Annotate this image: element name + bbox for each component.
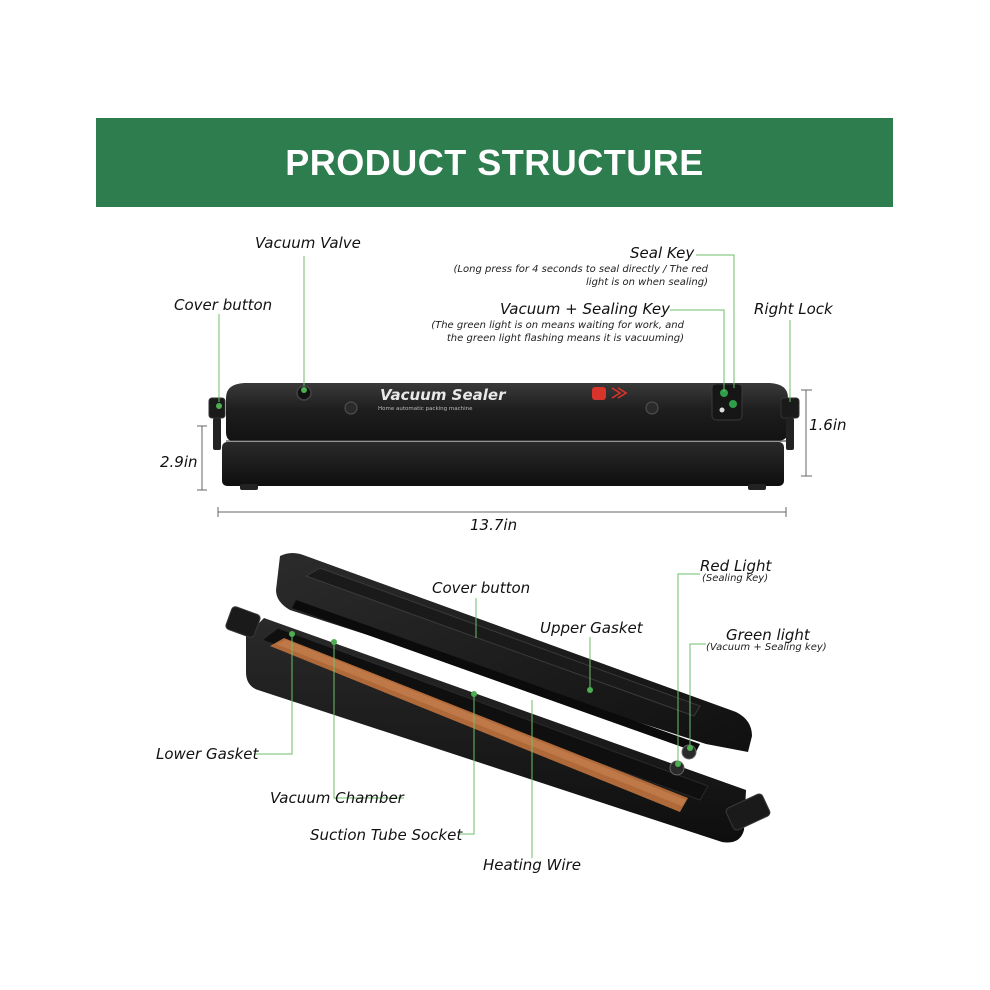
red-light-note: (Sealing Key) — [702, 573, 769, 584]
push-button-right — [645, 401, 659, 415]
vacuum-sealing-note-1: (The green light is on means waiting for… — [431, 320, 684, 331]
open-right-lock — [725, 793, 771, 831]
closed-sealer: Vacuum Sealer Home automatic packing mac… — [208, 383, 800, 490]
leader-dots — [289, 631, 693, 767]
sealer-base — [222, 442, 784, 486]
push-button-left — [344, 401, 358, 415]
green-light-note: (Vacuum + Sealing key) — [706, 642, 827, 653]
dimension-length: 13.7in — [470, 516, 518, 534]
label-seal-key: Seal Key — [630, 244, 695, 262]
foot-right — [748, 484, 766, 490]
label-cover-button: Cover button — [174, 296, 273, 314]
vacuum-seal-key-icon — [729, 400, 737, 408]
label-red-light: Red Light — [700, 557, 772, 575]
label-heating-wire: Heating Wire — [483, 856, 581, 874]
arrow-icon — [611, 387, 628, 399]
vacuum-sealing-note-2: the green light flashing means it is vac… — [446, 333, 684, 344]
label-vacuum-sealing-key: Vacuum + Sealing Key — [500, 300, 670, 318]
indicator-dot — [719, 407, 725, 413]
leader-dot — [216, 403, 222, 409]
seal-logo-icon — [592, 387, 606, 400]
top-leader-lines — [218, 254, 791, 402]
leader-dot — [301, 387, 307, 393]
label-vacuum-chamber: Vacuum Chamber — [270, 789, 404, 807]
header-banner: PRODUCT STRUCTURE — [96, 118, 893, 207]
bottom-leader-lines — [254, 573, 706, 858]
label-suction-tube-socket: Suction Tube Socket — [310, 826, 463, 844]
brand-text: Vacuum Sealer — [380, 386, 507, 404]
vacuum-chamber — [292, 600, 700, 752]
right-lock-arm — [786, 418, 794, 450]
foot-left — [240, 484, 258, 490]
seal-key-icon — [720, 389, 728, 397]
tagline-text: Home automatic packing machine — [378, 406, 473, 412]
left-lock-arm — [213, 418, 221, 450]
label-right-lock: Right Lock — [754, 300, 833, 318]
seal-key-note-2: light is on when sealing) — [586, 277, 708, 288]
label-vacuum-valve: Vacuum Valve — [255, 234, 361, 252]
label-upper-gasket: Upper Gasket — [540, 619, 643, 637]
dimension-height-right: 1.6in — [809, 416, 847, 434]
label-lower-gasket: Lower Gasket — [156, 745, 259, 763]
dimension-lines — [197, 389, 812, 517]
open-sealer — [225, 553, 771, 843]
page-title: PRODUCT STRUCTURE — [285, 142, 704, 183]
label-cover-button-open: Cover button — [432, 579, 531, 597]
open-left-lock — [225, 606, 261, 638]
dimension-height-left: 2.9in — [160, 453, 198, 471]
sealer-lid — [226, 383, 788, 441]
label-green-light: Green light — [726, 626, 810, 644]
upper-gasket — [304, 567, 701, 717]
seal-key-note-1: (Long press for 4 seconds to seal direct… — [453, 264, 708, 275]
control-panel — [711, 383, 743, 421]
